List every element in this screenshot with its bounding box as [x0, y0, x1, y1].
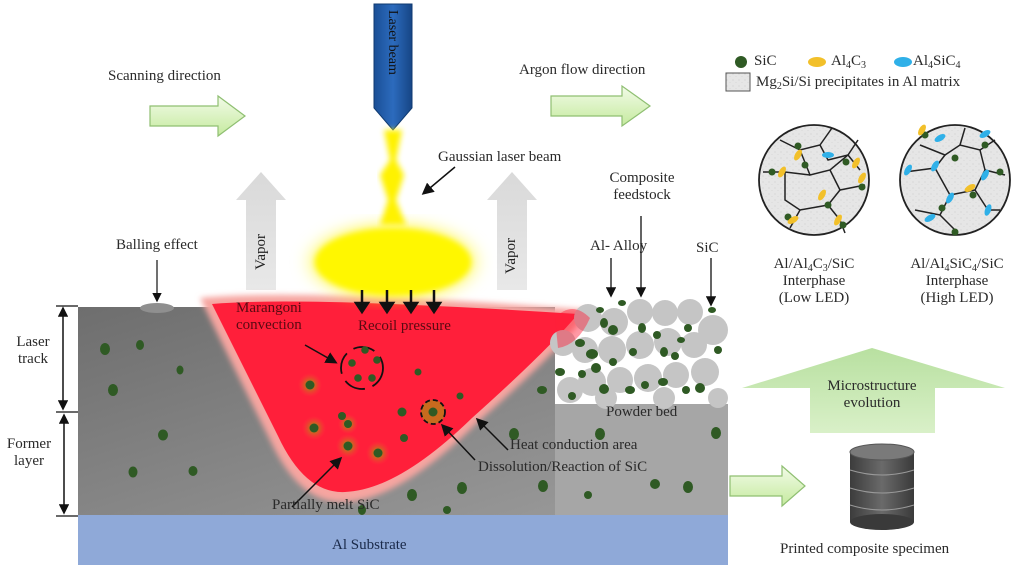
height-brackets — [56, 305, 78, 517]
heat-conduction-area-label: Heat conduction area — [510, 437, 638, 453]
microstructure-high-led — [899, 124, 1011, 236]
laser-beam-label: Laser beam — [385, 10, 400, 75]
legend-sic-label: SiC — [754, 53, 777, 69]
sic-particles-solid — [100, 340, 721, 515]
vapor-arrow-right — [487, 172, 537, 290]
scanning-direction-label: Scanning direction — [108, 68, 221, 84]
vapor-arrow-left — [236, 172, 286, 290]
melt-pool — [212, 301, 578, 493]
microstructure-low-led — [758, 124, 870, 236]
laser-beam-body — [373, 3, 413, 131]
vapor-right-label: Vapor — [503, 238, 519, 274]
recoil-pressure-label: Recoil pressure — [358, 318, 451, 334]
interphase-low-led-label: Al/Al4C3/SiC Interphase (Low LED) — [773, 256, 855, 306]
marangoni-convection-loop — [340, 346, 384, 390]
al-substrate-label: Al Substrate — [332, 537, 407, 553]
al-alloy-label: Al- Alloy — [590, 238, 648, 254]
powder-sic-particles — [537, 300, 722, 400]
powder-bed-base — [555, 404, 728, 515]
argon-flow-direction-label: Argon flow direction — [519, 62, 646, 78]
partially-melt-sic — [298, 373, 390, 465]
interphase-high-led-label: Al/Al4SiC4/SiC Interphase (High LED) — [910, 256, 1004, 306]
sic-feedstock-label: SiC — [696, 240, 719, 256]
powder-bed-label: Powder bed — [606, 404, 678, 420]
to-specimen-arrow — [729, 464, 806, 508]
balling-effect-label: Balling effect — [116, 237, 198, 253]
gaussian-laser-beam-label: Gaussian laser beam — [438, 149, 562, 165]
dissolution-reaction-label: Dissolution/Reaction of SiC — [478, 459, 648, 475]
legend-al4c3-label: Al4C3 — [831, 53, 867, 71]
powder-particles — [550, 299, 728, 409]
scanning-direction-arrow — [149, 94, 247, 138]
partially-melt-sic-label: Partially melt SiC — [272, 497, 380, 513]
vapor-left-label: Vapor — [253, 234, 269, 270]
printed-composite-specimen-label: Printed composite specimen — [780, 541, 950, 557]
legend-al4sic4-symbol — [894, 57, 912, 67]
al-substrate — [78, 515, 728, 565]
microstructure-evolution-arrow — [742, 348, 1005, 433]
legend-al4c3-symbol — [808, 57, 826, 67]
legend-matrix-label: Mg2Si/Si precipitates in Al matrix — [756, 74, 961, 92]
printed-specimen-cylinder — [849, 443, 915, 530]
legend-sic-symbol — [735, 56, 747, 68]
argon-flow-arrow — [550, 84, 652, 128]
legend-matrix-symbol — [725, 72, 751, 92]
recoil-pressure-arrows — [353, 290, 443, 315]
dissolution-sic — [420, 399, 446, 425]
legend-al4sic4-label: Al4SiC4 — [913, 53, 961, 71]
balling-droplet — [140, 303, 174, 313]
